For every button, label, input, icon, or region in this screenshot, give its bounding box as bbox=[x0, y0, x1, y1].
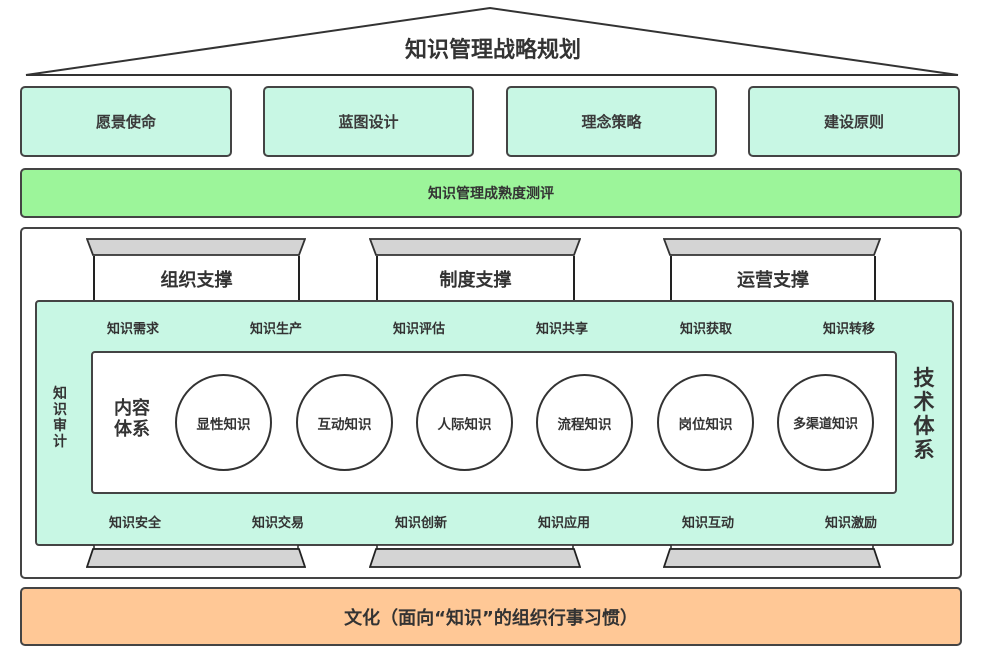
content-system-label-line2: 体系 bbox=[114, 418, 150, 440]
strategy-box-principles: 建设原则 bbox=[748, 86, 960, 157]
process-label: 知识激励 bbox=[824, 516, 877, 531]
pillar-base-organization bbox=[86, 545, 306, 568]
char: 技 bbox=[913, 366, 935, 390]
process-label: 知识创新 bbox=[394, 516, 447, 531]
char: 体 bbox=[913, 414, 935, 439]
roof-triangle bbox=[25, 6, 959, 76]
strategy-box-vision: 愿景使命 bbox=[20, 86, 232, 157]
process-label: 知识获取 bbox=[679, 322, 732, 337]
pillar-base-system bbox=[369, 545, 581, 568]
pillar-cap-organization bbox=[86, 238, 306, 256]
content-system-label-line1: 内容 bbox=[114, 398, 150, 419]
process-label: 知识评估 bbox=[392, 322, 445, 337]
strategy-box-blueprint: 蓝图设计 bbox=[263, 86, 474, 157]
char: 识 bbox=[53, 402, 67, 419]
technology-system-label: 技 术 体 系 bbox=[907, 366, 941, 463]
process-label: 知识应用 bbox=[537, 516, 590, 531]
char: 审 bbox=[53, 418, 67, 435]
pillar-base-operation bbox=[663, 545, 881, 568]
process-label: 知识生产 bbox=[249, 322, 302, 337]
content-system-label: 内容 体系 bbox=[106, 398, 158, 440]
page-title: 知识管理战略规划 bbox=[404, 38, 581, 63]
culture-foundation-bar: 文化（面向“知识”的组织行事习惯） bbox=[20, 587, 962, 646]
char: 系 bbox=[913, 438, 935, 463]
pillar-system-support: 制度支撑 bbox=[376, 256, 575, 302]
content-circle-interpersonal: 人际知识 bbox=[416, 374, 513, 471]
process-label: 知识安全 bbox=[108, 516, 161, 531]
content-circle-process: 流程知识 bbox=[536, 374, 633, 471]
pillar-cap-system bbox=[369, 238, 581, 256]
pillar-operation-support: 运营支撑 bbox=[670, 256, 876, 302]
process-label: 知识共享 bbox=[535, 322, 588, 337]
process-label: 知识转移 bbox=[822, 322, 875, 337]
process-label: 知识互动 bbox=[681, 516, 734, 531]
char: 术 bbox=[913, 390, 935, 415]
content-circle-multichannel: 多渠道知识 bbox=[777, 374, 874, 471]
content-circle-explicit: 显性知识 bbox=[175, 374, 272, 471]
char: 计 bbox=[53, 434, 67, 451]
char: 知 bbox=[53, 386, 67, 402]
process-label: 知识交易 bbox=[251, 516, 304, 531]
content-circle-interactive: 互动知识 bbox=[296, 374, 393, 471]
maturity-assessment-bar: 知识管理成熟度测评 bbox=[20, 168, 962, 218]
content-circle-position: 岗位知识 bbox=[657, 374, 754, 471]
pillar-organization-support: 组织支撑 bbox=[93, 256, 300, 302]
process-label: 知识需求 bbox=[106, 322, 159, 337]
knowledge-audit-label: 知 识 审 计 bbox=[48, 386, 72, 450]
pillar-cap-operation bbox=[663, 238, 881, 256]
strategy-box-philosophy: 理念策略 bbox=[506, 86, 717, 157]
